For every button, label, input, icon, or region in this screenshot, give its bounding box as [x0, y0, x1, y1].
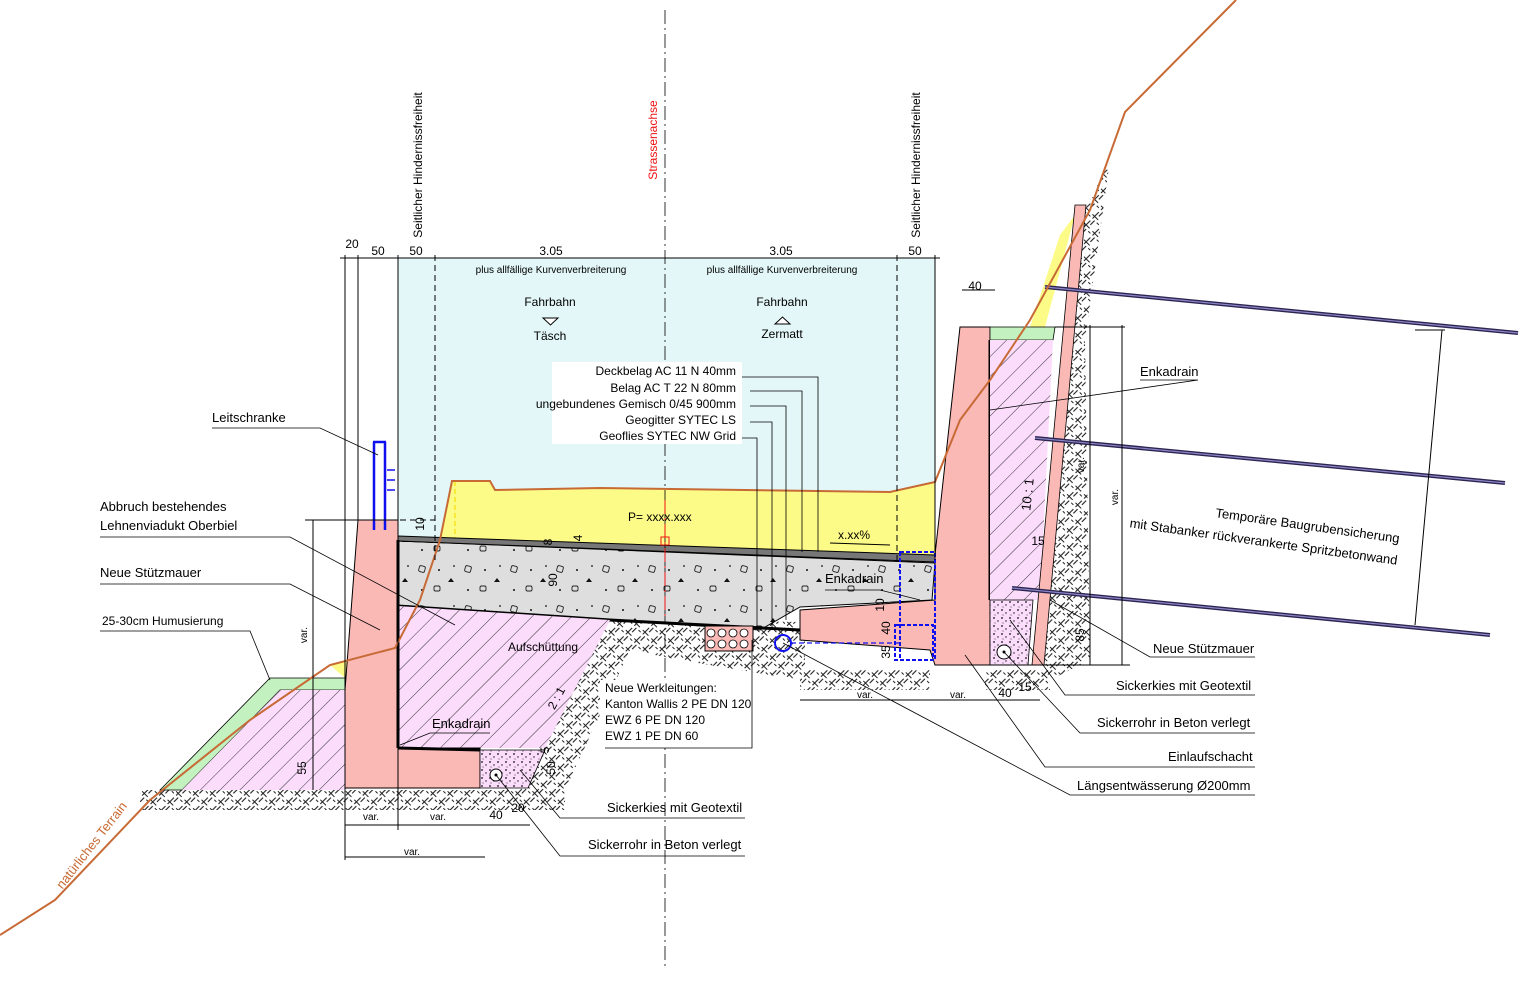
dim-lane-right: 3.05: [769, 244, 793, 258]
direction-down-icon: [541, 317, 560, 326]
excavation-fill-yellow: [398, 481, 935, 558]
drain-gravel-right: [989, 599, 1034, 666]
layer-item: ungebundenes Gemisch 0/45 900mm: [536, 397, 736, 411]
dim-50: 50: [908, 244, 922, 258]
dim: 8: [541, 538, 555, 545]
excavation-fill-yellow-right: [990, 215, 1075, 327]
leader-lines: [100, 376, 1255, 857]
layer-item: Belag AC T 22 N 80mm: [610, 381, 736, 395]
guardrail-label: Leitschranke: [212, 410, 286, 425]
enkadrain-label-left: Enkadrain: [432, 716, 491, 731]
dim: var.: [1110, 489, 1121, 505]
lane-right-direction: Zermatt: [761, 327, 803, 341]
natural-ground-right: [1040, 160, 1110, 680]
cross-slope-label: x.xx%: [838, 528, 870, 542]
layer-legend: Deckbelag AC 11 N 40mm Belag AC T 22 N 8…: [536, 364, 736, 443]
fill-label: Aufschüttung: [508, 640, 578, 654]
lane-right-label: Fahrbahn: [756, 295, 807, 309]
dim: 40: [879, 621, 893, 635]
dim: 40: [489, 808, 503, 822]
layer-item: Geoflies SYTEC NW Grid: [599, 429, 736, 443]
conduit-circles: [706, 628, 749, 649]
natural-ground-bottom: [140, 790, 565, 810]
drain-pipe-label-right: Sickerrohr in Beton verlegt: [1097, 715, 1251, 730]
utility-item: Kanton Wallis 2 PE DN 120: [605, 697, 752, 711]
axis-point-marker: [660, 536, 670, 546]
dim-50: 50: [371, 244, 385, 258]
road-axis-label: Strassenachse: [646, 100, 660, 180]
inlet-shaft-label: Einlaufschacht: [1168, 749, 1253, 764]
dim: 40: [998, 686, 1012, 700]
demolition-label: Lehnenviadukt Oberbiel: [100, 518, 237, 533]
enkadrain-label-right: Enkadrain: [1140, 364, 1199, 379]
curve-note-left: plus allfällige Kurvenverbreiterung: [476, 265, 627, 276]
dim: 50: [544, 761, 558, 775]
left-embankment-hatch: [182, 690, 345, 790]
grass-strip-right: [989, 326, 1056, 341]
layer-item: Geogitter SYTEC LS: [625, 413, 736, 427]
dim: 10: [873, 598, 887, 612]
fill-embankment-hatch: [398, 606, 610, 748]
dim: 40: [968, 279, 982, 293]
enkadrain-label-mid: Enkadrain: [825, 571, 884, 586]
dim: 5: [538, 746, 552, 753]
clearance-label-right: Seitlicher Hindernissfreiheit: [909, 92, 923, 238]
guardrail-icon: [372, 440, 395, 530]
longitudinal-drain-label: Längsentwässerung Ø200mm: [1077, 778, 1250, 793]
curve-note-right: plus allfällige Kurvenverbreiterung: [707, 265, 858, 276]
direction-up-icon: [773, 316, 792, 325]
dim: 85: [1073, 628, 1087, 642]
geogrid-line-right: [609, 618, 801, 632]
dimension-labels: 40 15 var. var. 85 var. 55 10 8 4 90 10 …: [295, 279, 1121, 858]
topsoil-label: 25-30cm Humusierung: [102, 614, 223, 628]
dim: var.: [299, 627, 310, 643]
new-wall-label-left: Neue Stützmauer: [100, 565, 202, 580]
dim: 90: [546, 573, 560, 587]
dim: 10: [413, 517, 427, 531]
backfill-right-hatch: [990, 340, 1053, 600]
drain-pipe-label-left: Sickerrohr in Beton verlegt: [588, 837, 742, 852]
drain-gravel-label-left: Sickerkies mit Geotextil: [607, 800, 742, 815]
dim: var.: [430, 812, 446, 823]
reference-lines: [305, 255, 1445, 860]
lane-left-label: Fahrbahn: [524, 295, 575, 309]
dim: 15: [1018, 680, 1032, 694]
new-wall-label-right: Neue Stützmauer: [1153, 641, 1255, 656]
elevation-point-label: P= xxxx.xxx: [628, 510, 692, 524]
natural-terrain-label: natürliches Terrain: [53, 799, 130, 892]
dim: 4: [571, 534, 585, 541]
dim: 20: [511, 801, 525, 815]
layer-item: Deckbelag AC 11 N 40mm: [595, 364, 736, 378]
demolition-label: Abbruch bestehendes: [100, 499, 227, 514]
natural-terrain-line: [0, 0, 1237, 936]
dim: 15: [1031, 534, 1045, 548]
lane-left-direction: Täsch: [534, 329, 567, 343]
utilities-title: Neue Werkleitungen:: [605, 681, 717, 695]
dim-50: 50: [409, 244, 423, 258]
utility-item: EWZ 6 PE DN 120: [605, 713, 705, 727]
utility-item: EWZ 1 PE DN 60: [605, 729, 699, 743]
dim: var.: [857, 690, 873, 701]
dim: var.: [363, 812, 379, 823]
enkadrain-left-base: [397, 746, 481, 752]
dim-20: 20: [345, 237, 359, 251]
dim: 55: [295, 761, 309, 775]
dim: var.: [1076, 457, 1087, 473]
wall-batter-label: 10 : 1: [1018, 478, 1036, 512]
dim-lane-left: 3.05: [539, 244, 563, 258]
natural-ground-middle: [520, 620, 1050, 790]
dim: 35: [879, 645, 893, 659]
clearance-label-left: Seitlicher Hindernissfreiheit: [411, 92, 425, 238]
dim: var.: [950, 690, 966, 701]
drain-gravel-label-right: Sickerkies mit Geotextil: [1116, 678, 1251, 693]
dim: var.: [404, 847, 420, 858]
